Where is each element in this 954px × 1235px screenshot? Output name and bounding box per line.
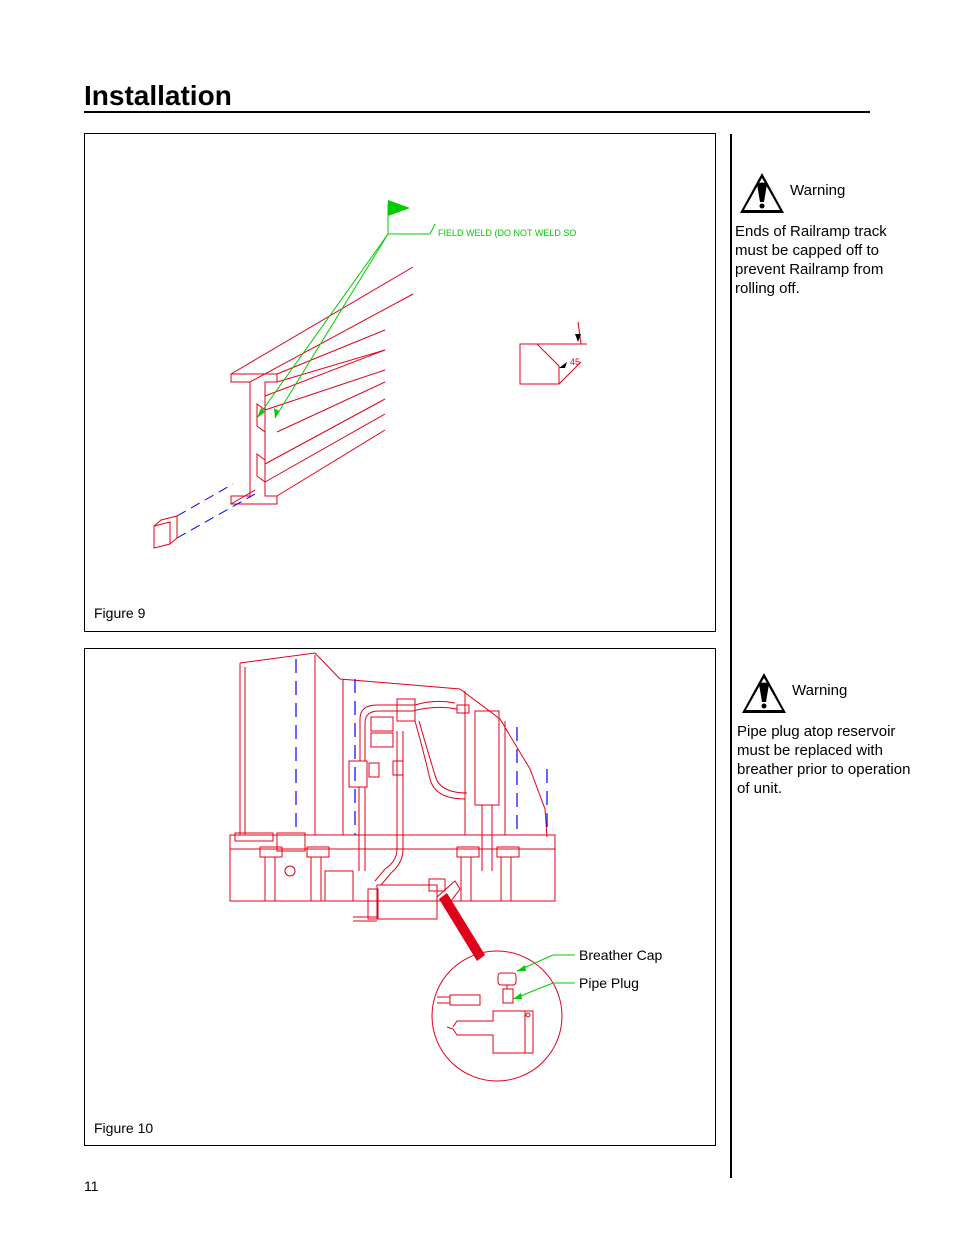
figure-9-drawing: FIELD WELD (DO NOT WELD SO 45 xyxy=(153,200,587,549)
callout-pipe-plug: Pipe Plug xyxy=(579,975,639,991)
warning-text: Pipe plug atop reservoir must be replace… xyxy=(737,723,911,797)
callout-breather-cap: Breather Cap xyxy=(579,947,662,963)
warning-label: Warning xyxy=(790,182,846,199)
warning-label: Warning xyxy=(792,682,848,699)
figure-9-caption: Figure 9 xyxy=(94,605,146,621)
weld-flag-icon xyxy=(388,200,410,216)
detail-pointer xyxy=(439,893,485,961)
weld-label: FIELD WELD (DO NOT WELD SO xyxy=(438,228,576,238)
warning-callout: Warning Ends of Railramp track must be c… xyxy=(735,172,920,298)
warning-callout: Warning Pipe plug atop reservoir must be… xyxy=(737,672,922,798)
figure-9: FIELD WELD (DO NOT WELD SO 45 Figure 9 xyxy=(84,133,716,632)
page-title: Installation xyxy=(84,80,232,111)
page-number: 11 xyxy=(84,1178,99,1194)
angle-label: 45 xyxy=(570,357,580,367)
warning-triangle-icon xyxy=(742,673,786,713)
warning-text: Ends of Railramp track must be capped of… xyxy=(735,223,887,297)
sidebar-rule xyxy=(730,134,732,1178)
figure-10-drawing: Breather Cap Pipe Plug xyxy=(229,652,662,1082)
figure-10-caption: Figure 10 xyxy=(94,1120,154,1136)
warning-triangle-icon xyxy=(740,173,784,213)
title-rule xyxy=(84,111,870,113)
figure-10: Breather Cap Pipe Plug Figure 10 xyxy=(84,648,716,1146)
